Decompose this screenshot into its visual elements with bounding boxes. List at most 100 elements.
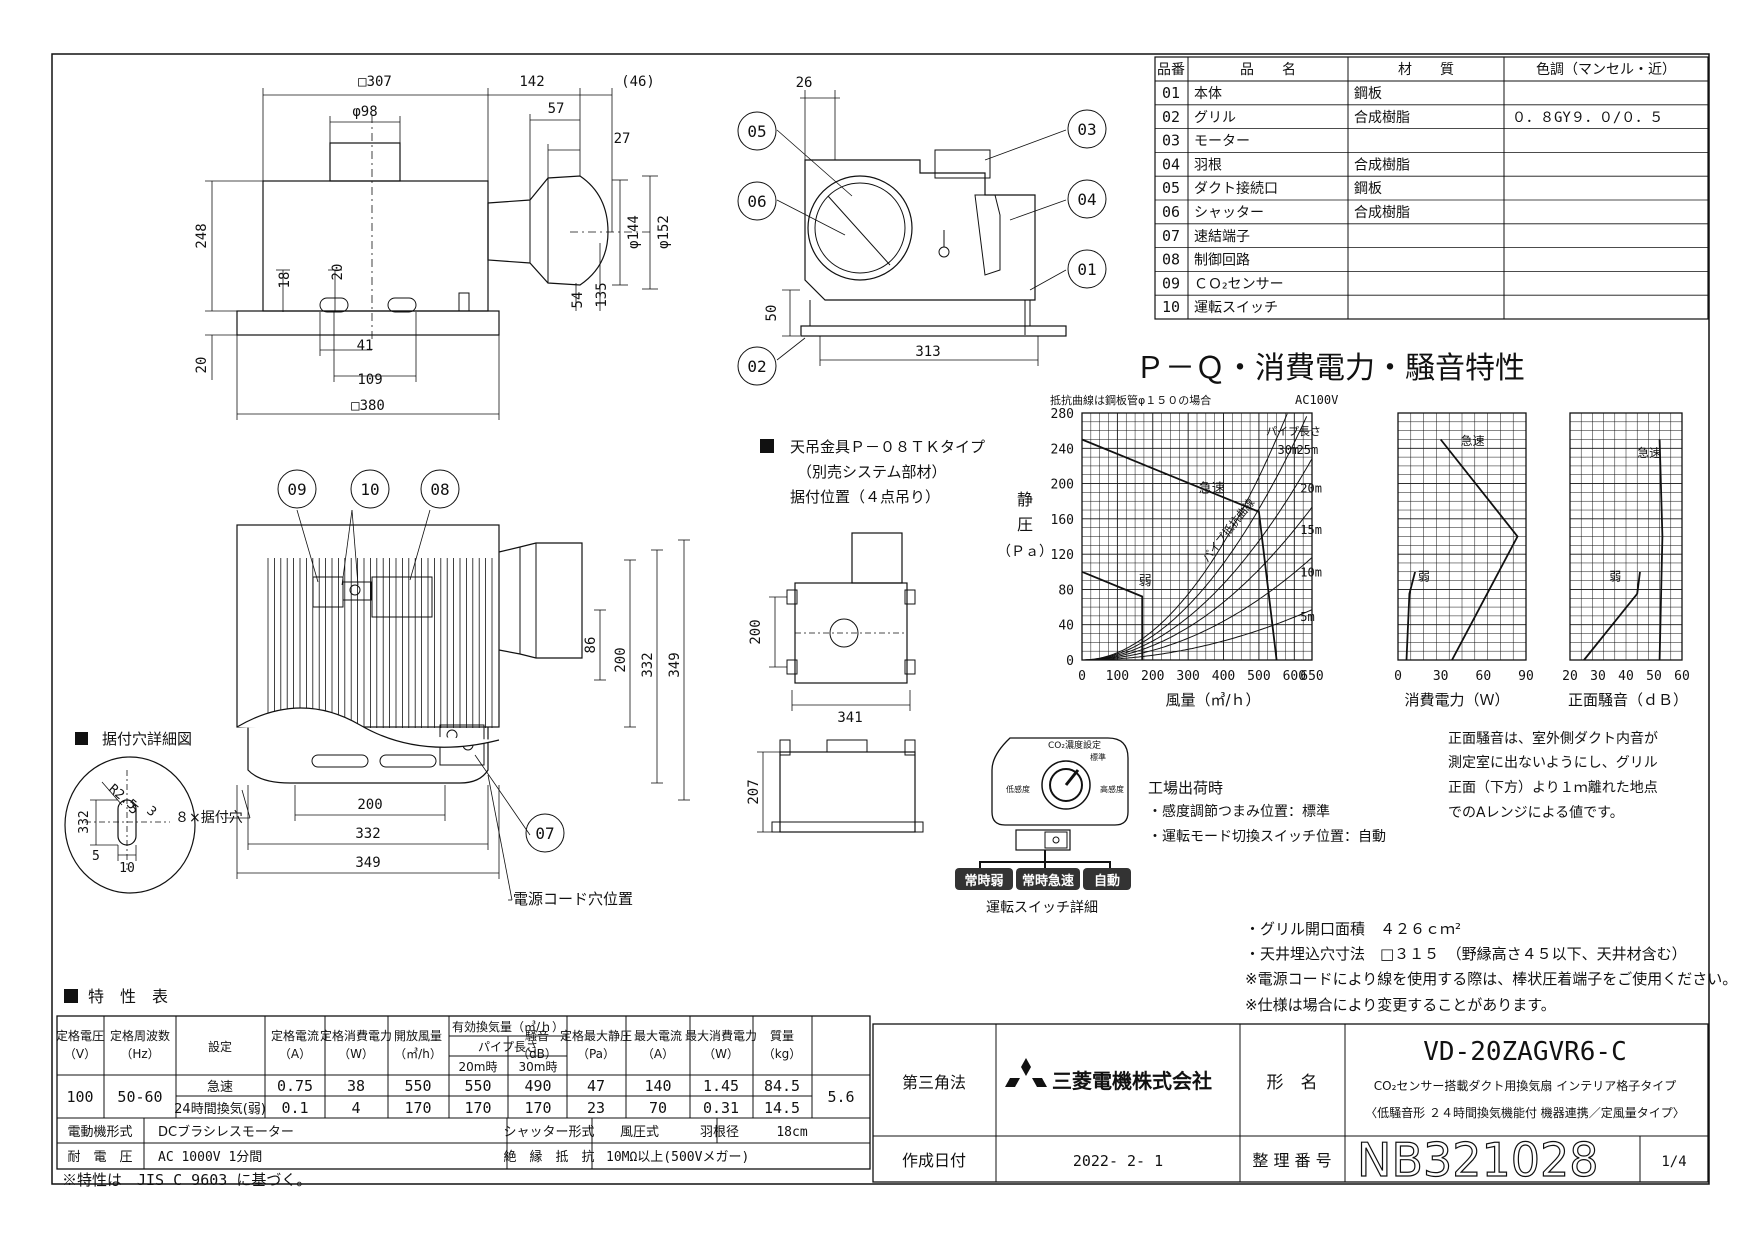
pq-series-label-weak: 弱 (1139, 574, 1152, 589)
balloon-10: 10 (350, 469, 390, 509)
spec-blade-label: 羽根径 (700, 1125, 739, 1140)
spec-header: 定格消費電力 (320, 1028, 392, 1043)
mount-dim-332: 332 (77, 810, 92, 833)
dim-200v: 200 (613, 647, 629, 672)
dim-54: 54 (570, 292, 586, 309)
hanger-line-2: （別売システム部材） (797, 463, 947, 481)
small-series-line (1439, 438, 1519, 661)
small-xtick: 90 (1518, 669, 1534, 684)
spec-header: （W） (338, 1047, 374, 1061)
parts-name: 運転スイッチ (1194, 300, 1278, 316)
svg-text:でのAレンジによる値です。: でのAレンジによる値です。 (1448, 805, 1624, 821)
small-series-line (1583, 571, 1641, 661)
small-xtick: 60 (1476, 669, 1492, 684)
spec-header: （kg） (763, 1047, 802, 1061)
resistance-curve (1082, 609, 1313, 661)
knob-low: 低感度 (1006, 784, 1030, 794)
noise-note: 正面騒音は、室外側ダクト内音が 測定室に出ないようにし、グリル 正面（下方）より… (1448, 730, 1658, 821)
spec-cell-power: 38 (347, 1077, 365, 1095)
parts-no: 01 (1162, 84, 1180, 102)
spec-blade: 18cm (776, 1125, 807, 1140)
mount-detail-title: 据付穴詳細図 (102, 730, 192, 748)
switch-button-auto (1083, 868, 1131, 890)
spec-cell-flow20: 550 (464, 1077, 491, 1095)
small-series-line (1658, 439, 1664, 661)
switch-label-weak: 常時弱 (964, 873, 1003, 889)
spec-cell-max-power: 84.5 (764, 1077, 800, 1095)
pq-xlabel: 風量（㎥/ｈ） (1165, 691, 1260, 709)
switch-caption: 運転スイッチ詳細 (986, 900, 1098, 916)
spec-cell-flow20: 170 (464, 1099, 491, 1117)
dim-57: 57 (548, 101, 565, 117)
dim-50: 50 (764, 305, 780, 322)
balloon-04: 04 (1067, 179, 1107, 219)
small-frame (1569, 412, 1683, 661)
noise-xlabel: 正面騒音（ｄＢ） (1568, 691, 1688, 709)
small-series-line (1405, 571, 1416, 661)
resistance-label: 10m (1300, 566, 1322, 580)
pq-xtick: 0 (1078, 669, 1086, 684)
balloon-05: 05 (737, 111, 777, 151)
spec-header: （A） (279, 1047, 311, 1061)
balloon-03: 03 (1067, 109, 1107, 149)
mitsubishi-logo-icon (1005, 1058, 1047, 1087)
spec-h-30m: 30m時 (519, 1060, 558, 1074)
resistance-label: 30m (1277, 443, 1299, 457)
parts-header-name: 品 名 (1240, 62, 1296, 78)
parts-name: 速結端子 (1194, 229, 1250, 245)
dim-349h: 349 (355, 855, 380, 871)
parts-no: 03 (1162, 132, 1180, 150)
spec-header: 設定 (208, 1039, 232, 1054)
balloon-08: 08 (420, 469, 460, 509)
chart-ylabel-2: 圧 (1017, 515, 1033, 534)
pq-xtick: 400 (1212, 669, 1235, 684)
small-xtick: 60 (1674, 669, 1690, 684)
dim-41: 41 (357, 338, 374, 354)
note-power-cord: ※電源コードにより線を使用する際は、棒状圧着端子をご使用ください。 (1245, 970, 1737, 988)
svg-text:測定室に出ないようにし、グリル: 測定室に出ないようにし、グリル (1448, 754, 1658, 771)
balloon-07: 07 (525, 813, 565, 853)
mount-dim-3: 3 (143, 804, 159, 821)
spec-header: 定格電流 (271, 1028, 319, 1043)
spec-withstand: AC 1000V 1分間 (158, 1150, 262, 1165)
hanger-line-1: 天吊金具Ｐ－０８ＴＫタイプ (790, 438, 985, 456)
dim-313: 313 (915, 344, 940, 360)
chart-ylabel-3: （Ｐａ） (997, 544, 1053, 560)
svg-text:06: 06 (747, 192, 766, 211)
spec-header: （㎥/h） (394, 1047, 442, 1061)
spec-cell-flow30: 170 (524, 1099, 551, 1117)
factory-title: 工場出荷時 (1148, 779, 1223, 797)
chart-ylabel-1: 静 (1017, 490, 1033, 509)
side-view (776, 90, 1067, 366)
hanger-dim-200: 200 (748, 619, 764, 644)
parts-header-no: 品番 (1157, 62, 1185, 78)
sheet-frame (51, 53, 1710, 1185)
tb-projection: 第三角法 (902, 1073, 966, 1092)
parts-name: ダクト接続口 (1194, 180, 1278, 197)
pq-ytick: 120 (1051, 548, 1074, 563)
small-series-label-rapid: 急速 (1461, 433, 1485, 448)
note-spec-change: ※仕様は場合により変更することがあります。 (1245, 996, 1556, 1014)
spec-shutter: 風圧式 (620, 1125, 659, 1140)
spec-cell-noise: 23 (587, 1099, 605, 1117)
tb-model-label: 形 名 (1267, 1073, 1318, 1093)
pq-xtick: 200 (1141, 669, 1164, 684)
dim-152: φ152 (656, 215, 672, 249)
pipe-length-header: パイプ長さ (1266, 425, 1321, 438)
resistance-curve (1082, 506, 1313, 661)
small-xtick: 0 (1394, 669, 1402, 684)
parts-name: ＣＯ₂センサー (1194, 276, 1284, 292)
dim-142: 142 (519, 74, 544, 90)
chart-resistance-note: 抵抗曲線は鋼板管φ１５０の場合 (1050, 393, 1211, 407)
spec-header: 質量 (770, 1028, 794, 1043)
spec-voltage: 100 (66, 1088, 93, 1106)
bottom-view (225, 509, 690, 901)
switch-button-weak (955, 868, 1013, 890)
parts-no: 04 (1162, 155, 1180, 173)
tb-desc1: CO₂センサー搭載ダクト用換気扇 インテリア格子タイプ (1374, 1078, 1676, 1093)
parts-material: 合成樹脂 (1354, 205, 1410, 221)
